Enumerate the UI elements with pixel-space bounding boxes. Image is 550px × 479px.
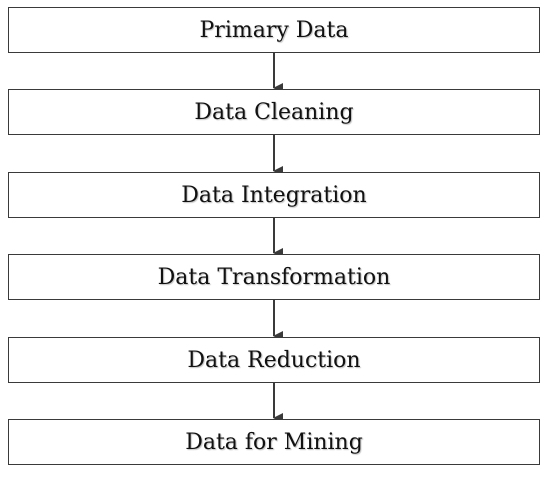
step-data-for-mining: Data for Mining — [8, 419, 540, 465]
step-data-integration: Data Integration — [8, 172, 540, 218]
step-label: Data for Mining — [185, 429, 363, 455]
step-label: Data Integration — [181, 182, 367, 208]
step-data-transformation: Data Transformation — [8, 254, 540, 300]
step-label: Data Transformation — [157, 264, 391, 290]
step-label: Primary Data — [199, 17, 349, 43]
step-label: Data Reduction — [187, 347, 361, 373]
step-data-reduction: Data Reduction — [8, 337, 540, 383]
step-label: Data Cleaning — [194, 99, 354, 125]
step-primary-data: Primary Data — [8, 7, 540, 53]
step-data-cleaning: Data Cleaning — [8, 89, 540, 135]
